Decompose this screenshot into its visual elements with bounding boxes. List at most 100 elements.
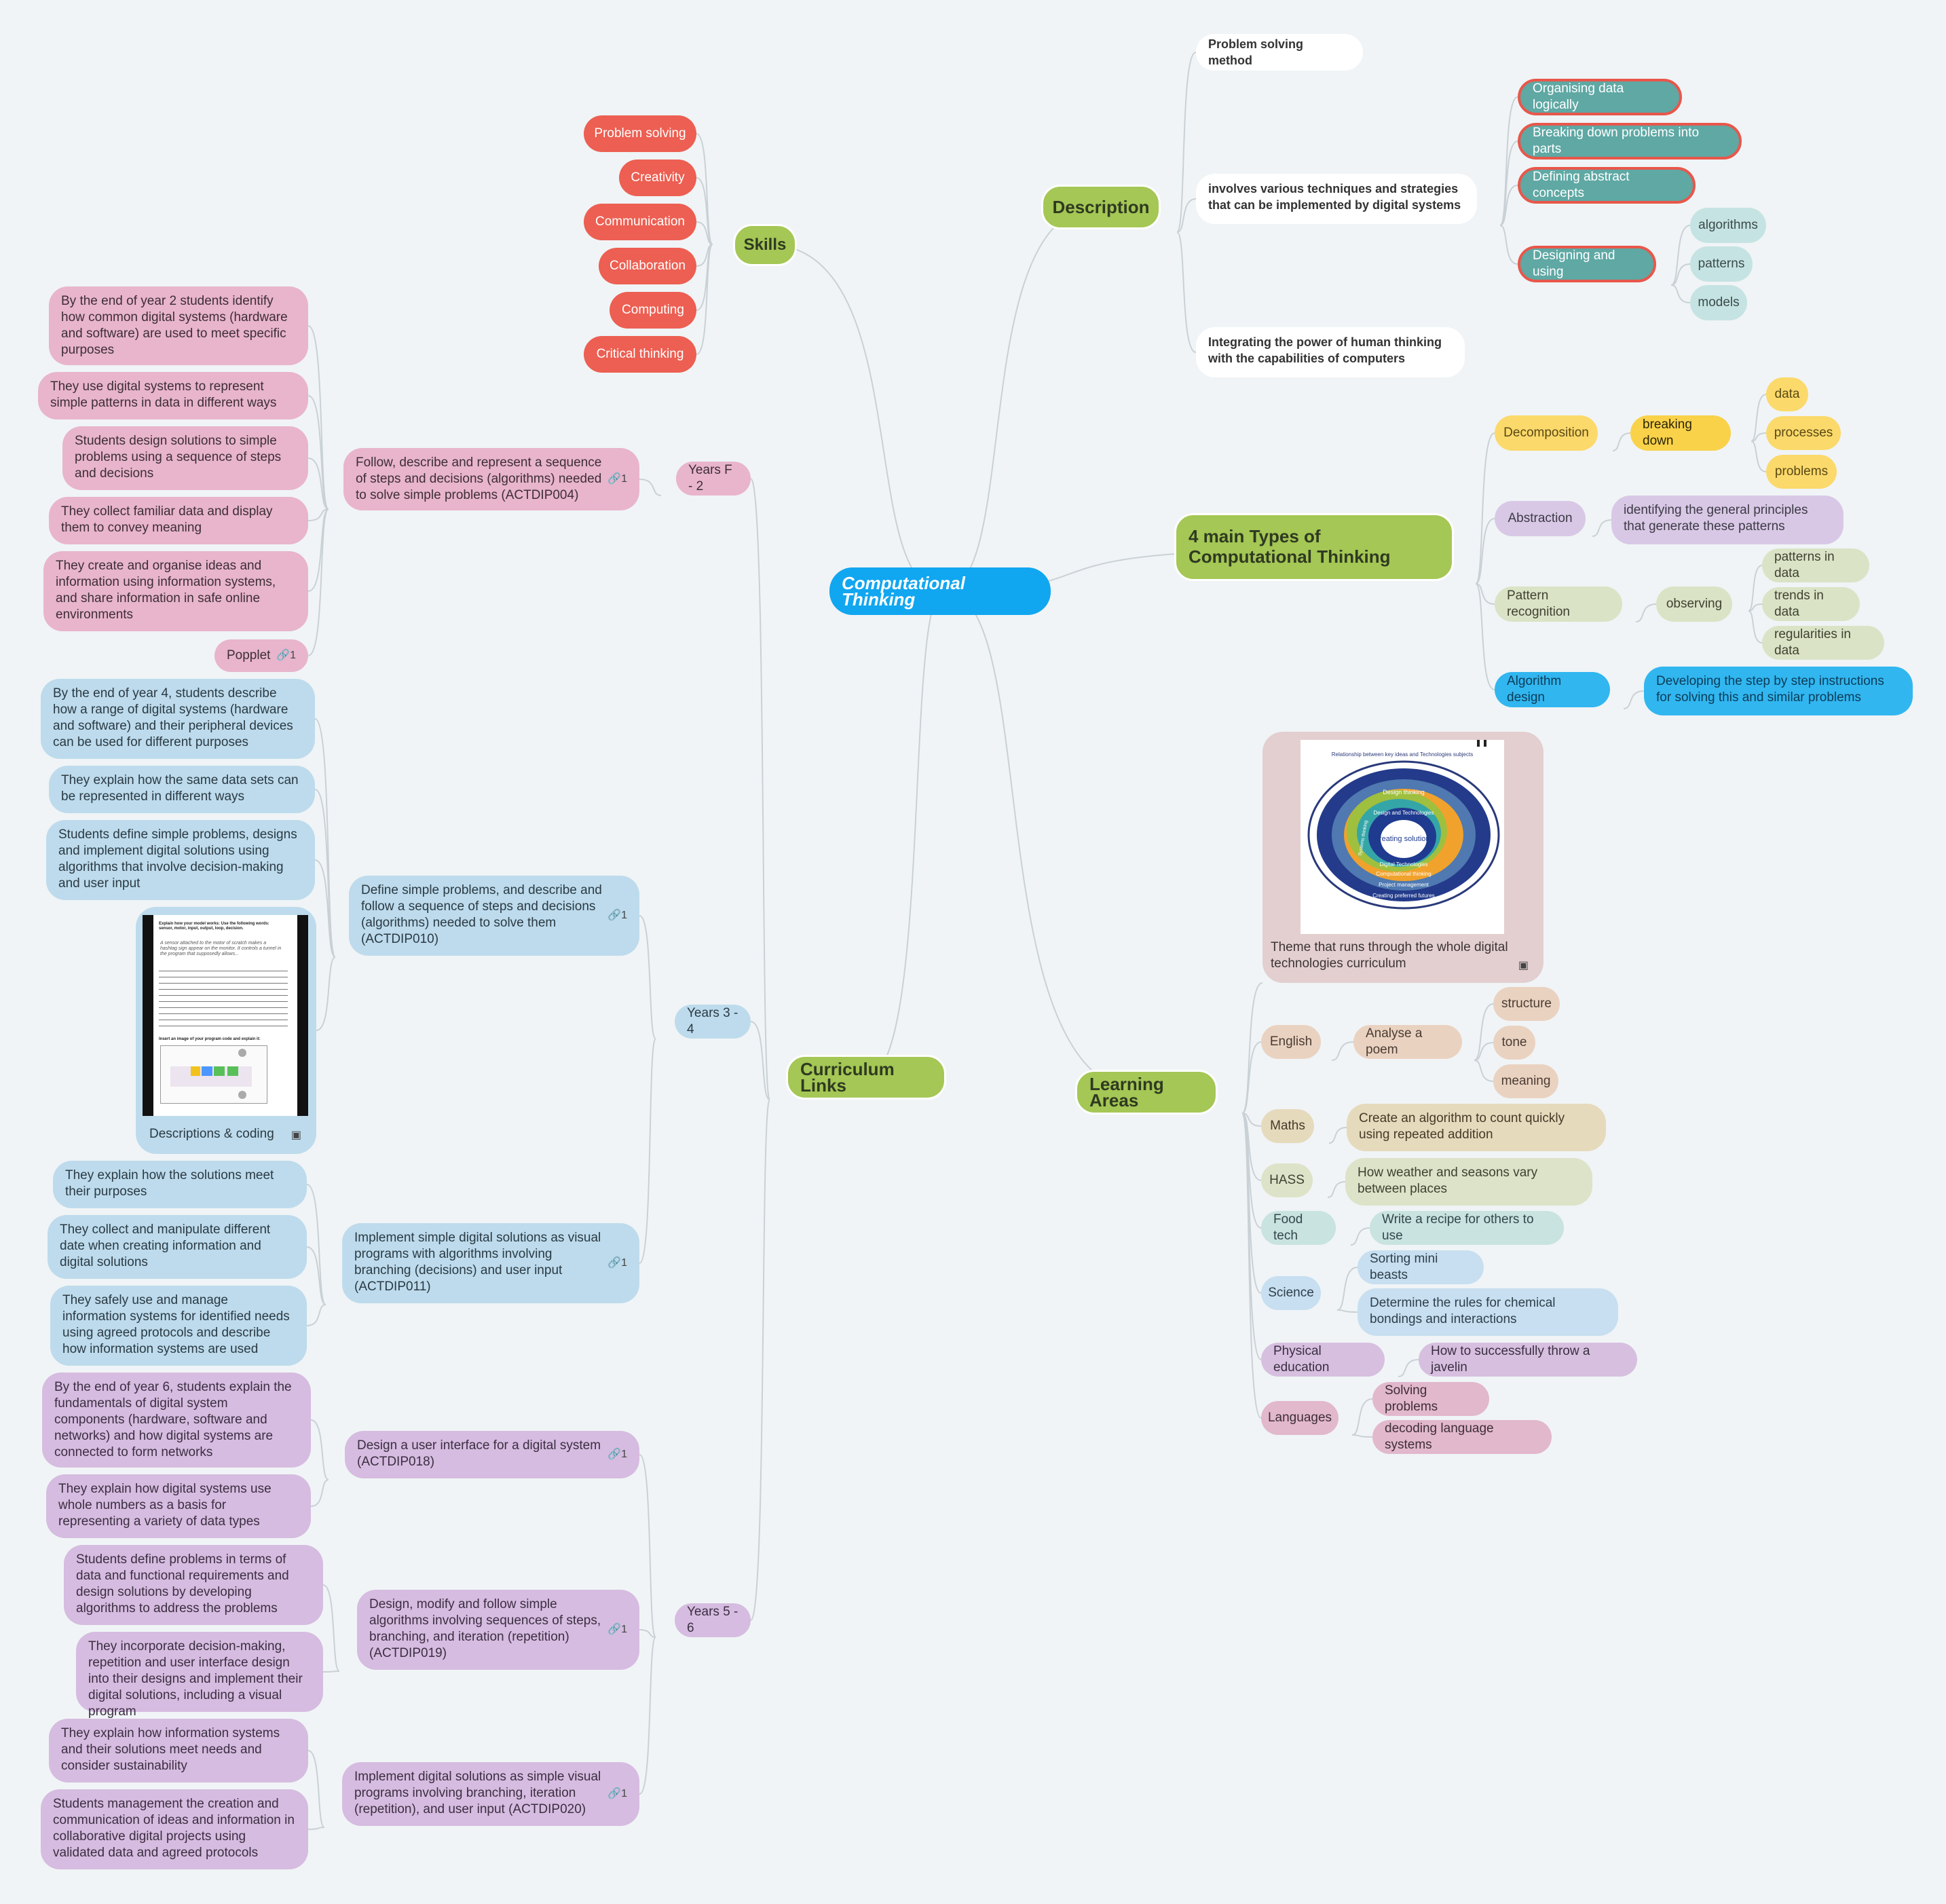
34-outcome-2[interactable]: They explain how the same data sets can … — [49, 766, 315, 813]
link-icon[interactable]: 🔗1 — [607, 1257, 627, 1269]
strand-actdip011[interactable]: Implement simple digital solutions as vi… — [342, 1223, 639, 1303]
abstraction-description[interactable]: identifying the general principles that … — [1611, 496, 1844, 544]
strand-actdip018[interactable]: Design a user interface for a digital sy… — [345, 1431, 639, 1478]
area-physical-education[interactable]: Physical education — [1261, 1343, 1385, 1377]
technique-breaking-down[interactable]: Breaking down problems into parts — [1518, 123, 1742, 160]
topic-learning-areas[interactable]: Learning Areas — [1075, 1070, 1218, 1115]
poem-meaning[interactable]: meaning — [1493, 1064, 1558, 1098]
f2-popplet[interactable]: Popplet 🔗1 — [214, 639, 308, 672]
34-outcome-3[interactable]: Students define simple problems, designs… — [46, 820, 315, 900]
theme-ring-label: Computational thinking — [1376, 871, 1431, 877]
theme-ring-label: Relationship between key ideas and Techn… — [1332, 751, 1473, 758]
designing-algorithms[interactable]: algorithms — [1690, 208, 1766, 243]
designing-models[interactable]: models — [1690, 285, 1747, 320]
strand-actdip020[interactable]: Implement digital solutions as simple vi… — [342, 1762, 639, 1826]
poem-structure[interactable]: structure — [1493, 987, 1560, 1021]
technique-defining-abstract[interactable]: Defining abstract concepts — [1518, 167, 1696, 204]
worksheet-prompt: Insert an image of your program code and… — [159, 1037, 261, 1041]
descriptions-coding-card[interactable]: Explain how your model works: Use the fo… — [136, 907, 316, 1154]
breaking-down-data[interactable]: data — [1766, 377, 1808, 411]
f2-outcome-4[interactable]: They collect familiar data and display t… — [49, 497, 308, 544]
food-description[interactable]: Write a recipe for others to use — [1370, 1211, 1564, 1245]
languages-decoding[interactable]: decoding language systems — [1372, 1420, 1552, 1454]
languages-solving-problems[interactable]: Solving problems — [1372, 1382, 1489, 1416]
type-algorithm-design[interactable]: Algorithm design — [1495, 672, 1610, 707]
link-icon[interactable]: 🔗1 — [607, 910, 627, 921]
decomposition-breaking-down[interactable]: breaking down — [1630, 415, 1731, 451]
poem-tone[interactable]: tone — [1493, 1026, 1535, 1060]
strand-actdip019[interactable]: Design, modify and follow simple algorit… — [357, 1590, 639, 1670]
science-chemical-bondings[interactable]: Determine the rules for chemical bonding… — [1358, 1288, 1618, 1336]
type-decomposition[interactable]: Decomposition — [1495, 415, 1598, 451]
skill-creativity[interactable]: Creativity — [619, 160, 696, 196]
science-mini-beasts[interactable]: Sorting mini beasts — [1358, 1250, 1484, 1284]
maths-description[interactable]: Create an algorithm to count quickly usi… — [1347, 1104, 1606, 1151]
link-icon[interactable]: 🔗1 — [607, 1449, 627, 1460]
link-icon[interactable]: 🔗1 — [276, 650, 296, 661]
skill-critical-thinking[interactable]: Critical thinking — [584, 336, 696, 373]
link-icon[interactable]: 🔗1 — [607, 1624, 627, 1635]
skill-communication[interactable]: Communication — [584, 204, 696, 240]
56-outcome-4[interactable]: They incorporate decision-making, repeti… — [76, 1632, 323, 1719]
description-techniques[interactable]: involves various techniques and strategi… — [1196, 174, 1477, 224]
observing-trends[interactable]: trends in data — [1762, 587, 1860, 621]
theme-figure-center: Creating solutions — [1374, 835, 1434, 843]
34-outcome-6[interactable]: They safely use and manage information s… — [50, 1286, 307, 1366]
observing-patterns[interactable]: patterns in data — [1762, 548, 1869, 582]
link-icon[interactable]: 🔗1 — [607, 473, 627, 485]
56-outcome-6[interactable]: Students management the creation and com… — [41, 1789, 308, 1869]
worksheet-heading: Explain how your model works: Use the fo… — [159, 922, 269, 931]
english-analyse-poem[interactable]: Analyse a poem — [1353, 1025, 1462, 1059]
area-languages[interactable]: Languages — [1261, 1401, 1339, 1435]
type-abstraction[interactable]: Abstraction — [1495, 501, 1586, 536]
type-pattern-recognition[interactable]: Pattern recognition — [1495, 586, 1622, 622]
skill-computing[interactable]: Computing — [610, 292, 696, 329]
theme-caption: Theme that runs through the whole digita… — [1271, 940, 1508, 971]
technique-organising-data[interactable]: Organising data logically — [1518, 79, 1682, 115]
description-human-computers[interactable]: Integrating the power of human thinking … — [1196, 327, 1465, 377]
pattern-observing[interactable]: observing — [1656, 586, 1732, 622]
breaking-down-processes[interactable]: processes — [1766, 416, 1841, 450]
description-problem-solving-method[interactable]: Problem solving method — [1196, 34, 1363, 71]
theme-ring-label: Design and Technologies — [1373, 810, 1434, 816]
area-science[interactable]: Science — [1261, 1276, 1321, 1310]
years-3-4[interactable]: Years 3 - 4 — [675, 1005, 751, 1039]
algorithm-description[interactable]: Developing the step by step instructions… — [1644, 667, 1913, 715]
pe-description[interactable]: How to successfully throw a javelin — [1419, 1343, 1637, 1377]
34-outcome-4[interactable]: They explain how the solutions meet thei… — [53, 1161, 307, 1208]
technique-designing-using[interactable]: Designing and using — [1518, 246, 1656, 282]
56-outcome-3[interactable]: Students define problems in terms of dat… — [64, 1545, 323, 1625]
area-maths[interactable]: Maths — [1261, 1109, 1314, 1143]
34-outcome-1[interactable]: By the end of year 4, students describe … — [41, 679, 315, 759]
f2-outcome-5[interactable]: They create and organise ideas and infor… — [43, 551, 308, 631]
link-icon[interactable]: 🔗1 — [607, 1788, 627, 1799]
topic-description[interactable]: Description — [1041, 185, 1161, 229]
skill-problem-solving[interactable]: Problem solving — [584, 115, 696, 152]
breaking-down-problems[interactable]: problems — [1766, 455, 1837, 489]
strand-actdip010[interactable]: Define simple problems, and describe and… — [349, 876, 639, 956]
area-food-tech[interactable]: Food tech — [1261, 1211, 1336, 1245]
56-outcome-2[interactable]: They explain how digital systems use who… — [46, 1474, 311, 1538]
strand-actdip004[interactable]: Follow, describe and represent a sequenc… — [343, 448, 639, 510]
theme-image-card[interactable]: Creating solutions Design thinking Desig… — [1262, 732, 1543, 983]
f2-outcome-3[interactable]: Students design solutions to simple prob… — [62, 426, 308, 490]
worksheet-image: Explain how your model works: Use the fo… — [143, 915, 308, 1116]
34-outcome-5[interactable]: They collect and manipulate different da… — [48, 1215, 307, 1279]
area-english[interactable]: English — [1261, 1025, 1321, 1059]
theme-figure-image: Creating solutions Design thinking Desig… — [1301, 740, 1504, 934]
f2-outcome-2[interactable]: They use digital systems to represent si… — [38, 372, 308, 419]
56-outcome-5[interactable]: They explain how information systems and… — [49, 1719, 308, 1782]
years-f-2[interactable]: Years F - 2 — [676, 462, 751, 496]
root-topic[interactable]: Computational Thinking — [829, 567, 1051, 615]
56-outcome-1[interactable]: By the end of year 6, students explain t… — [42, 1373, 311, 1468]
years-5-6[interactable]: Years 5 - 6 — [675, 1603, 751, 1637]
designing-patterns[interactable]: patterns — [1690, 246, 1753, 282]
skill-collaboration[interactable]: Collaboration — [599, 248, 696, 284]
f2-outcome-1[interactable]: By the end of year 2 students identify h… — [49, 286, 308, 365]
area-hass[interactable]: HASS — [1261, 1163, 1313, 1197]
topic-skills[interactable]: Skills — [733, 224, 797, 266]
hass-description[interactable]: How weather and seasons vary between pla… — [1345, 1158, 1592, 1206]
topic-main-types[interactable]: 4 main Types of Computational Thinking — [1174, 513, 1454, 581]
topic-curriculum-links[interactable]: Curriculum Links — [786, 1055, 946, 1100]
observing-regularities[interactable]: regularities in data — [1762, 626, 1884, 660]
